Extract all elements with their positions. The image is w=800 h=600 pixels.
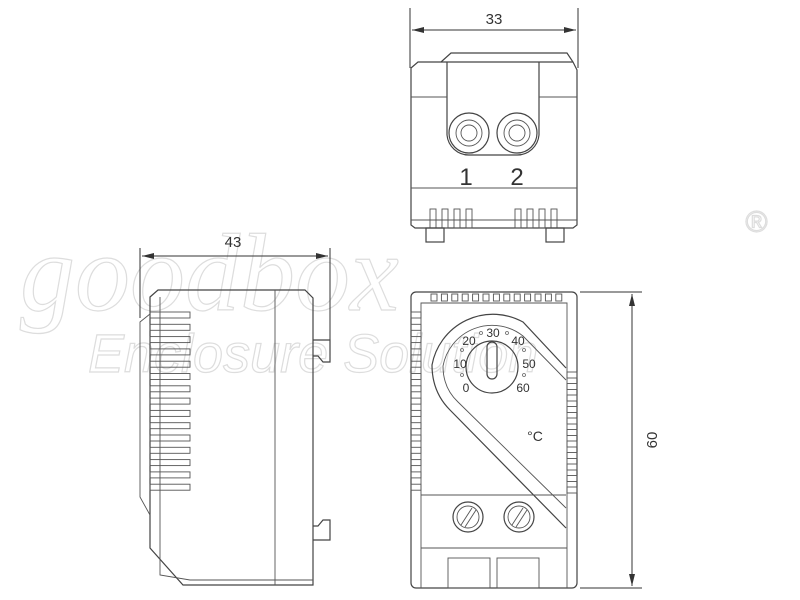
height-dimension-label: 60 (644, 432, 661, 449)
vent-slot (149, 323, 191, 331)
vent-slot (410, 459, 422, 467)
vent-slot (410, 373, 422, 380)
top-view: 33 1 2 (409, 8, 579, 243)
vent-slot (566, 486, 578, 494)
vent-slot (440, 293, 448, 302)
vent-slot (149, 409, 191, 417)
dial-label-50: 50 (522, 357, 536, 371)
vent-slot (524, 293, 532, 302)
screw-terminal-1 (452, 501, 484, 533)
vent-slot (149, 422, 191, 430)
vent-slot (566, 440, 578, 448)
vent-slot (566, 394, 578, 402)
vent-slot (555, 293, 563, 302)
vent-slot (410, 336, 422, 344)
vent-slot (472, 293, 480, 302)
vent-slot (149, 385, 191, 393)
vent-slot (149, 373, 191, 380)
dial-label-20: 20 (462, 334, 476, 348)
vent-slot (410, 446, 422, 454)
vent-slot (149, 483, 191, 491)
dial-label-30: 30 (486, 326, 500, 340)
vent-slot (482, 293, 490, 302)
screw-terminal-2 (503, 501, 535, 533)
dial-label-60: 60 (516, 381, 530, 395)
vent-slot (149, 397, 191, 405)
vent-slot (149, 434, 191, 442)
vent-slot (410, 348, 422, 356)
watermark-brand: goodbox (20, 212, 399, 334)
vent-slot (534, 293, 542, 302)
depth-dimension-label: 43 (225, 234, 242, 251)
vent-slot (430, 293, 438, 302)
vent-slot (149, 446, 191, 454)
vent-slot (410, 409, 422, 417)
terminal-label-1: 1 (459, 164, 472, 191)
vent-slot (149, 348, 191, 356)
dial-label-10: 10 (453, 357, 467, 371)
front-view: 0 10 20 30 40 50 60 °C (410, 291, 661, 589)
temperature-dial: 0 10 20 30 40 50 60 (453, 326, 536, 395)
vent-slot (566, 429, 578, 436)
vent-slot (410, 471, 422, 479)
vent-slot (513, 293, 521, 302)
vent-slot (149, 360, 191, 368)
vent-slot (149, 311, 191, 319)
vent-slot (566, 417, 578, 425)
vent-slot (149, 471, 191, 479)
terminal-label-2: 2 (510, 164, 523, 191)
width-dimension-label: 33 (486, 11, 503, 28)
vent-slot (492, 293, 500, 302)
vent-slot (149, 336, 191, 344)
vent-slot (566, 463, 578, 471)
vent-slot (410, 422, 422, 430)
vent-slot (149, 459, 191, 467)
watermark: goodbox Enclosure Solution ® (19, 205, 768, 384)
vent-slot (410, 385, 422, 393)
vent-slot (566, 371, 578, 379)
vent-slot (566, 475, 578, 482)
temperature-unit-label: °C (527, 428, 543, 444)
vent-slot (410, 323, 422, 331)
vent-slot (566, 383, 578, 390)
vent-slot (410, 360, 422, 368)
vent-slot (503, 293, 511, 302)
registered-mark: ® (745, 206, 768, 239)
vent-slot (410, 311, 422, 319)
vent-slot (451, 293, 459, 302)
vent-slot (461, 293, 469, 302)
terminal-1 (448, 112, 490, 154)
vent-slot (410, 434, 422, 442)
vent-slot (544, 293, 552, 302)
vent-slot (410, 397, 422, 405)
terminal-2 (496, 112, 538, 154)
dial-label-0: 0 (463, 381, 470, 395)
vent-slot (566, 406, 578, 413)
vent-slot (410, 483, 422, 491)
side-view: 43 (139, 234, 331, 586)
dial-label-40: 40 (511, 334, 525, 348)
vent-slot (566, 452, 578, 459)
